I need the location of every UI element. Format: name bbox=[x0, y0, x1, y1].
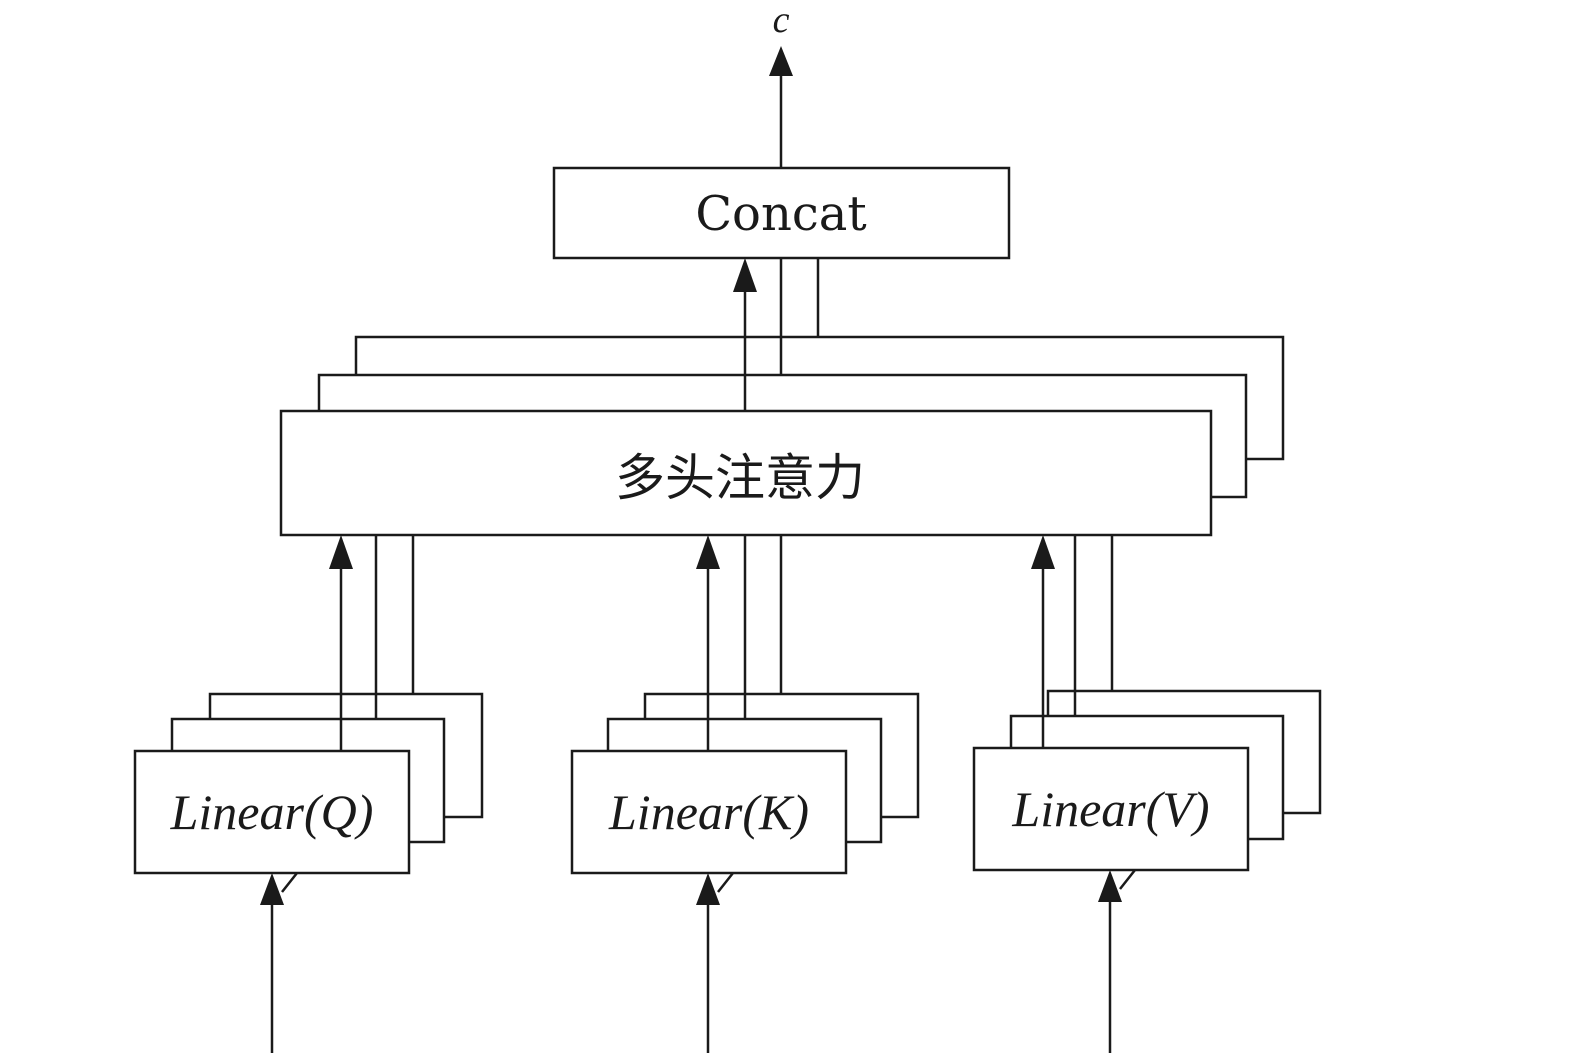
input-v-arrow bbox=[1098, 869, 1136, 1053]
linear-v-to-attention bbox=[1031, 535, 1114, 748]
linear-v-stack: Linear(V) bbox=[972, 689, 1322, 872]
attention-label: 多头注意力 bbox=[615, 449, 865, 507]
input-k-arrow bbox=[696, 872, 734, 1053]
concat-box: Concat bbox=[552, 166, 1011, 260]
linear-k-to-attention bbox=[696, 535, 783, 751]
attention-to-concat-lines bbox=[779, 258, 820, 375]
output-arrow bbox=[769, 46, 793, 168]
linear-q-to-attention bbox=[329, 535, 415, 751]
linear-k-label: Linear(K) bbox=[608, 784, 809, 840]
linear-v-label: Linear(V) bbox=[1011, 781, 1209, 837]
input-q-arrow bbox=[260, 872, 298, 1053]
output-label: c bbox=[773, 0, 790, 41]
linear-k-stack: Linear(K) bbox=[570, 692, 920, 875]
linear-q-stack: Linear(Q) bbox=[133, 692, 484, 875]
linear-q-label: Linear(Q) bbox=[170, 784, 374, 840]
attention-box: 多头注意力 bbox=[279, 409, 1213, 537]
attention-to-concat-arrow bbox=[733, 258, 757, 411]
concat-label: Concat bbox=[695, 186, 866, 242]
